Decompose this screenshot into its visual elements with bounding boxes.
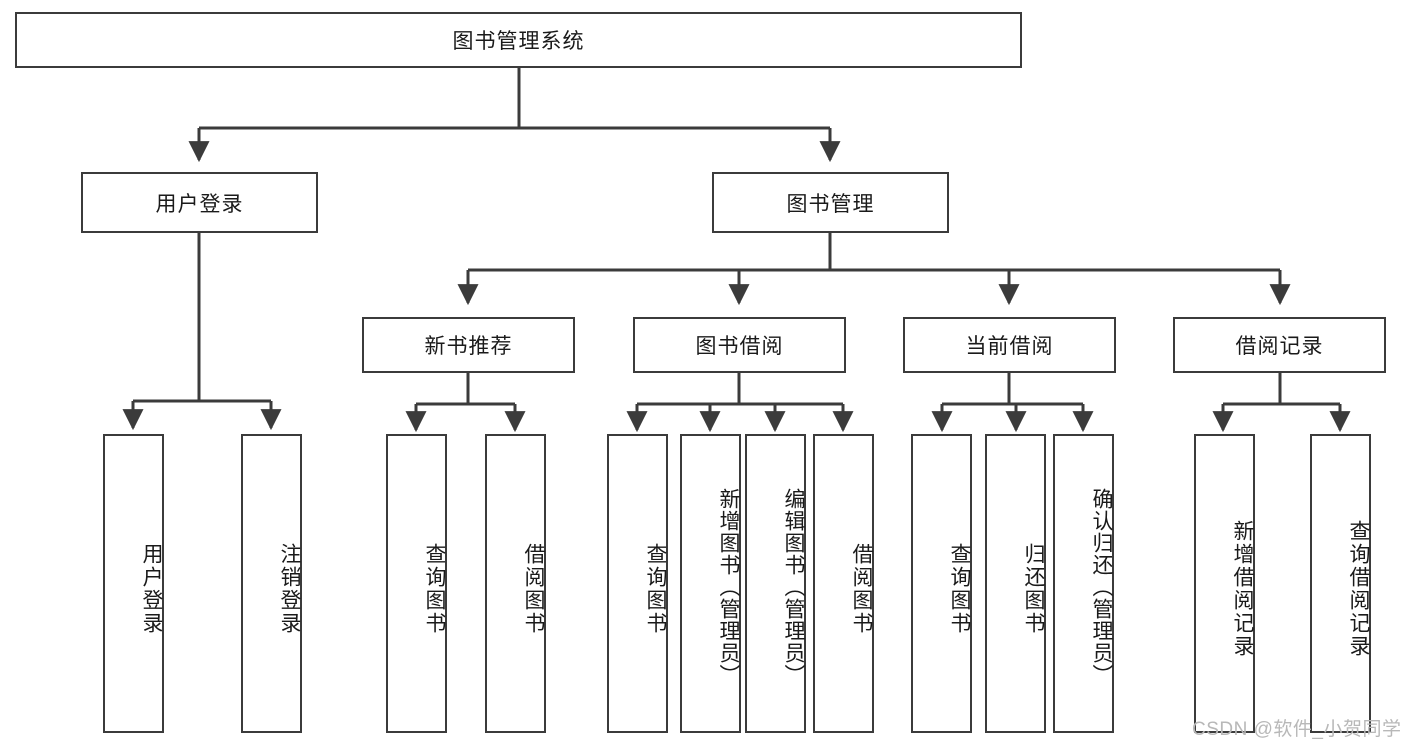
node-label: 编辑图书（管理员） (782, 487, 805, 686)
node-label: 查询图书 (423, 542, 446, 635)
node-label: 借阅图书 (850, 542, 873, 635)
node-current-borrow[interactable]: 当前借阅 (903, 317, 1116, 373)
node-root-system[interactable]: 图书管理系统 (15, 12, 1022, 68)
leaf-recommend-query-book[interactable]: 查询图书 (386, 434, 447, 733)
node-label: 注销登录 (278, 542, 301, 635)
node-label: 新增图书（管理员） (717, 487, 740, 686)
node-label: 查询借阅记录 (1347, 519, 1370, 658)
node-label: 新书推荐 (424, 335, 513, 358)
node-label: 新增借阅记录 (1231, 519, 1254, 658)
leaf-recommend-borrow-book[interactable]: 借阅图书 (485, 434, 546, 733)
leaf-current-query-book[interactable]: 查询图书 (911, 434, 972, 733)
node-label: 当前借阅 (965, 335, 1054, 358)
leaf-current-confirm-return-admin[interactable]: 确认归还（管理员） (1053, 434, 1114, 733)
node-new-book-recommend[interactable]: 新书推荐 (362, 317, 575, 373)
node-label: 借阅记录 (1235, 335, 1324, 358)
leaf-record-query-record[interactable]: 查询借阅记录 (1310, 434, 1371, 733)
node-label: 查询图书 (644, 542, 667, 635)
node-book-borrow[interactable]: 图书借阅 (633, 317, 846, 373)
leaf-borrow-borrow-book[interactable]: 借阅图书 (813, 434, 874, 733)
node-book-management[interactable]: 图书管理 (712, 172, 949, 233)
node-user-login[interactable]: 用户登录 (81, 172, 318, 233)
node-label: 归还图书 (1022, 542, 1045, 635)
leaf-current-return-book[interactable]: 归还图书 (985, 434, 1046, 733)
leaf-borrow-query-book[interactable]: 查询图书 (607, 434, 668, 733)
node-label: 借阅图书 (522, 542, 545, 635)
node-label: 图书管理系统 (452, 30, 585, 53)
node-label: 图书借阅 (695, 335, 784, 358)
leaf-record-add-record[interactable]: 新增借阅记录 (1194, 434, 1255, 733)
node-label: 确认归还（管理员） (1090, 487, 1113, 686)
leaf-borrow-add-book-admin[interactable]: 新增图书（管理员） (680, 434, 741, 733)
csdn-watermark: CSDN @软件_小贺同学 (1192, 719, 1402, 740)
leaf-user-login-login[interactable]: 用户登录 (103, 434, 164, 733)
node-label: 查询图书 (948, 542, 971, 635)
node-label: 用户登录 (155, 192, 244, 216)
node-label: 用户登录 (140, 542, 163, 635)
leaf-user-login-logout[interactable]: 注销登录 (241, 434, 302, 733)
node-borrow-record[interactable]: 借阅记录 (1173, 317, 1386, 373)
node-label: 图书管理 (786, 192, 875, 216)
leaf-borrow-edit-book-admin[interactable]: 编辑图书（管理员） (745, 434, 806, 733)
